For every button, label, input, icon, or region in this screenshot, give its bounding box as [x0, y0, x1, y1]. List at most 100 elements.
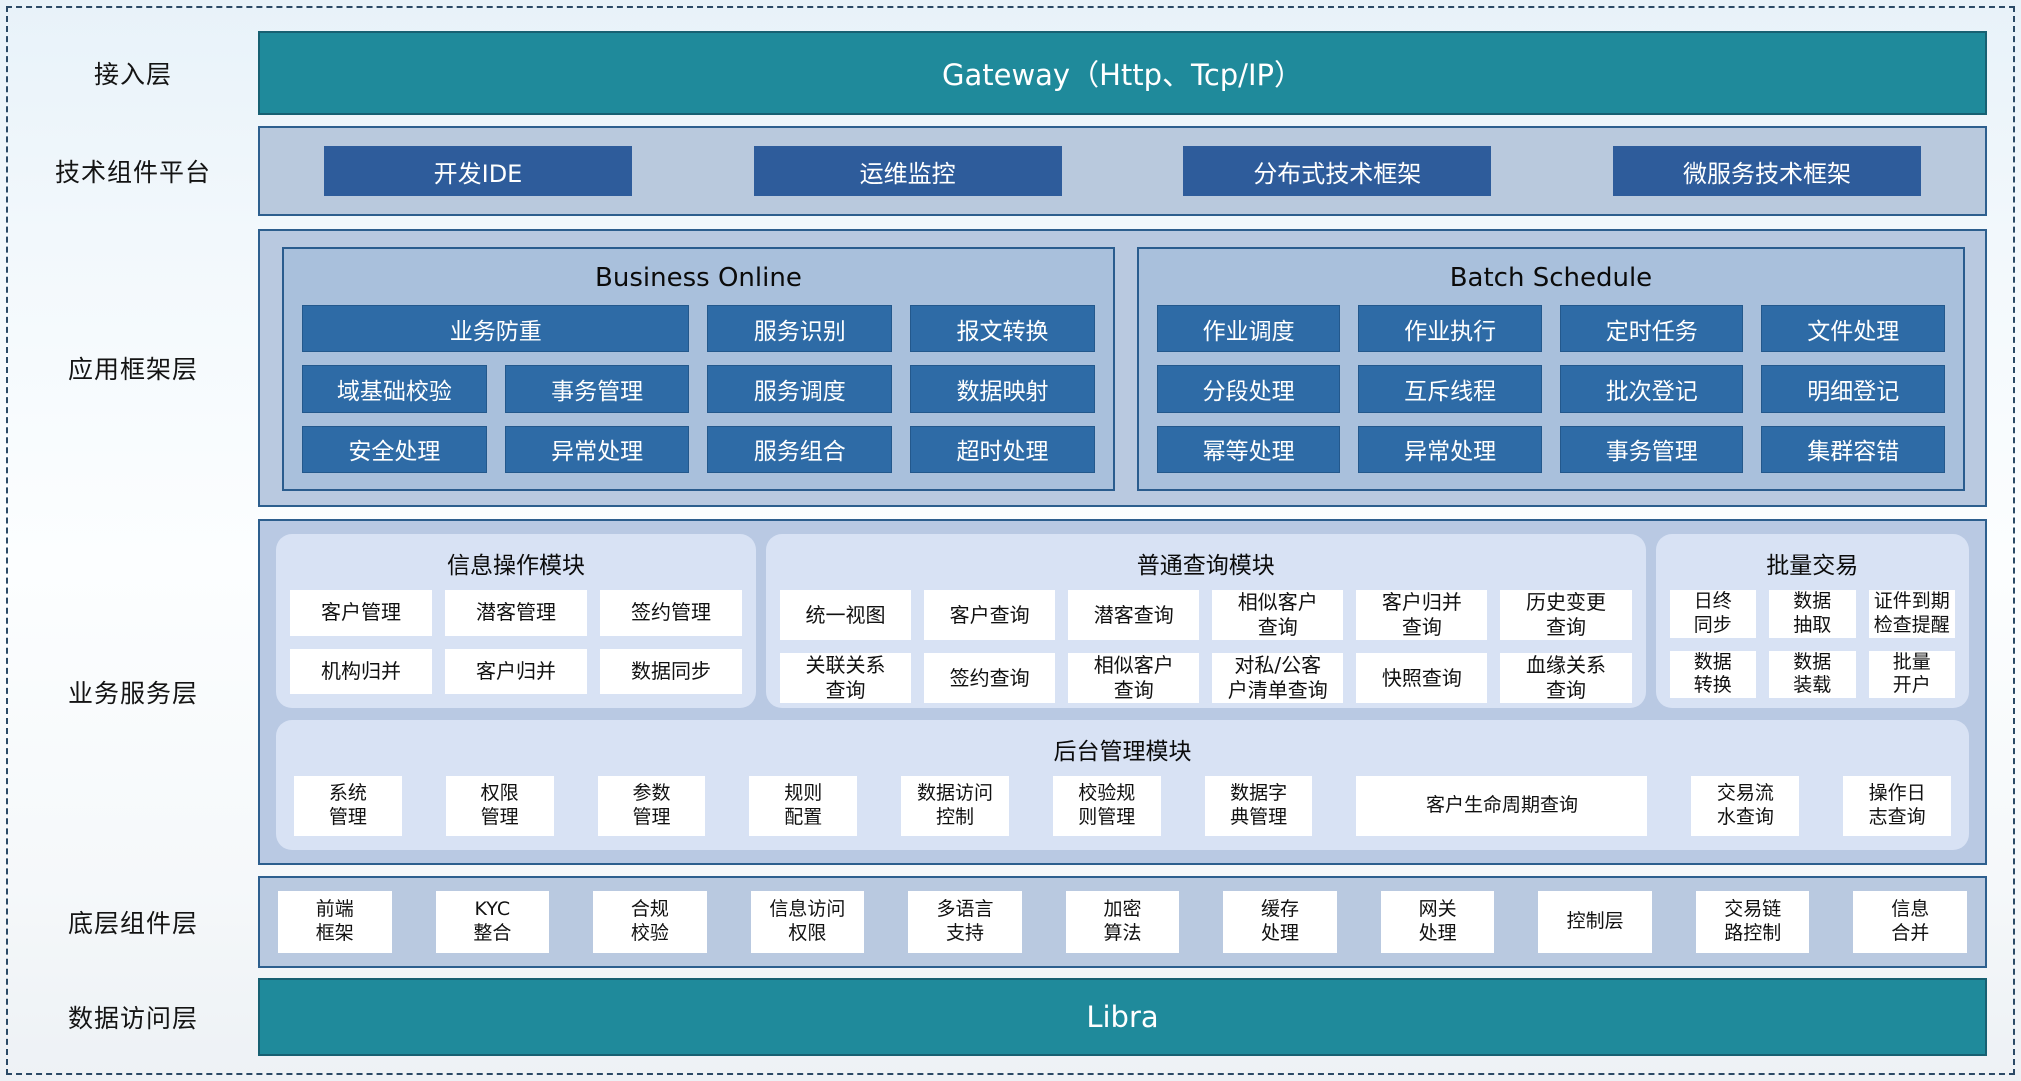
service-node-label: 操作日 志查询: [1868, 782, 1926, 828]
framework-node-label: 作业调度: [1202, 318, 1295, 345]
framework-node-label: 事务管理: [1605, 439, 1698, 466]
diagram-layout: 接入层 Gateway（Http、Tcp/IP） 技术组件平台 开发IDE 运维…: [8, 8, 2013, 1073]
base-component-label: 网关 处理: [1418, 898, 1457, 944]
info-module-title: 信息操作模块: [446, 553, 585, 579]
framework-node: 定时任务: [1559, 305, 1744, 353]
service-node: 历史变更 查询: [1500, 590, 1632, 640]
service-node: 数据同步: [599, 648, 742, 694]
service-node: 客户查询: [924, 590, 1056, 640]
batch-schedule-group: Batch Schedule 作业调度 作业执行 定时任务 文件处理: [1136, 247, 1965, 491]
layer-label-tech-platform: 技术组件平台: [54, 158, 211, 187]
service-node-label: 规则 配置: [784, 782, 823, 828]
framework-node-label: 异常处理: [551, 439, 644, 466]
service-node: 客户归并 查询: [1356, 590, 1488, 640]
tech-component-node: 分布式技术框架: [1183, 146, 1492, 196]
service-node-label: 相似客户 查询: [1237, 590, 1318, 639]
service-node-label: 相似客户 查询: [1093, 653, 1174, 702]
layer-base-components-content: 前端 框架 KYC 整合 合规 校验 信息访问 权限 多语言 支持 加密 算法 …: [258, 876, 1987, 968]
base-component-label: 多语言 支持: [936, 898, 994, 944]
base-component-node: 合规 校验: [593, 891, 707, 953]
service-node: 客户归并: [444, 648, 587, 694]
base-component-label: 加密 算法: [1103, 898, 1142, 944]
batch-schedule-grid: 作业调度 作业执行 定时任务 文件处理 分段处理 互斥线程: [1156, 305, 1945, 473]
base-component-label: 合规 校验: [630, 898, 669, 944]
service-node-label: 历史变更 查询: [1526, 590, 1606, 639]
service-node: 关联关系 查询: [779, 653, 912, 703]
service-node: 签约管理: [599, 590, 742, 636]
framework-node-label: 业务防重: [449, 318, 542, 345]
info-module-panel: 信息操作模块 客户管理 潜客管理 签约管理 机构归并: [276, 534, 756, 708]
framework-node: 明细登记: [1761, 365, 1945, 413]
service-node: 对私/公客 户清单查询: [1212, 653, 1344, 703]
batch-schedule-title: Batch Schedule: [1449, 263, 1653, 293]
service-node-label: 校验规 则管理: [1078, 782, 1136, 828]
service-node: 潜客查询: [1068, 590, 1200, 640]
layer-access: 接入层 Gateway（Http、Tcp/IP）: [8, 31, 1987, 115]
service-node-label: 对私/公客 户清单查询: [1227, 653, 1328, 702]
layer-base-components: 底层组件层 前端 框架 KYC 整合 合规 校验 信息访问 权限 多语言 支持: [8, 876, 1987, 968]
service-node-label: 权限 管理: [480, 782, 519, 828]
framework-node: 服务识别: [707, 305, 893, 353]
base-component-label: 控制层: [1566, 910, 1624, 933]
layer-data-access: 数据访问层 Libra: [8, 978, 1987, 1056]
service-node-label: 签约管理: [630, 600, 711, 625]
framework-node-label: 批次登记: [1605, 378, 1698, 405]
service-node: 交易流 水查询: [1691, 776, 1800, 836]
service-node: 机构归并: [290, 648, 432, 694]
tech-component-label: 分布式技术框架: [1253, 159, 1422, 188]
framework-node: 数据映射: [910, 365, 1095, 413]
framework-node-label: 分段处理: [1202, 378, 1295, 405]
base-component-node: 控制层: [1538, 891, 1652, 953]
query-module-panel: 普通查询模块 统一视图 客户查询 潜客查询 相似客户 查询: [765, 534, 1646, 708]
layer-label-business-service: 业务服务层: [67, 679, 198, 708]
framework-node: 批次登记: [1559, 365, 1744, 413]
framework-node-label: 幂等处理: [1202, 439, 1295, 466]
layer-app-framework: 应用框架层 Business Online 业务防重 服务识别 报文转换: [8, 229, 1987, 507]
layer-label-base-components: 底层组件层: [67, 909, 198, 938]
service-node: 证件到期 检查提醒: [1868, 590, 1956, 638]
service-node-label: 关联关系 查询: [805, 653, 886, 702]
service-node-label: 系统 管理: [328, 782, 367, 828]
batch-trade-title: 批量交易: [1766, 553, 1859, 579]
base-component-node: 信息访问 权限: [750, 891, 865, 953]
service-node-label: 客户生命周期查询: [1425, 794, 1578, 817]
framework-node: 文件处理: [1761, 305, 1945, 353]
framework-node-label: 超时处理: [956, 439, 1049, 466]
service-node: 规则 配置: [749, 776, 858, 836]
business-online-title: Business Online: [595, 263, 802, 293]
framework-node-label: 安全处理: [348, 439, 441, 466]
base-component-label: 交易链 路控制: [1724, 898, 1782, 944]
query-module-title: 普通查询模块: [1136, 553, 1275, 579]
admin-module-row: 系统 管理 权限 管理 参数 管理 规则 配置 数据访问 控制 校验规 则管理: [290, 776, 1955, 836]
service-node: 统一视图: [779, 590, 912, 640]
service-node: 数据 转换: [1669, 650, 1757, 698]
batch-trade-panel: 批量交易 日终 同步 数据 抽取 证件到期 检查提醒 数据: [1655, 534, 1970, 708]
service-node-label: 快照查询: [1381, 665, 1462, 690]
base-component-node: 缓存 处理: [1223, 891, 1337, 953]
tech-component-node: 运维监控: [753, 146, 1062, 196]
framework-node: 集群容错: [1761, 425, 1945, 473]
service-node-label: 日终 同步: [1693, 590, 1732, 636]
framework-node-label: 事务管理: [551, 378, 644, 405]
service-node-label: 数据 转换: [1693, 650, 1732, 697]
framework-node-label: 明细登记: [1807, 378, 1900, 405]
service-node: 数据字 典管理: [1204, 776, 1313, 836]
batch-trade-grid: 日终 同步 数据 抽取 证件到期 检查提醒 数据 转换 数据 装载: [1669, 590, 1956, 698]
framework-node-label: 异常处理: [1404, 439, 1497, 466]
service-node-label: 数据 装载: [1793, 650, 1832, 697]
service-node: 校验规 则管理: [1052, 776, 1161, 836]
service-node-label: 潜客查询: [1093, 602, 1174, 627]
framework-node: 域基础校验: [302, 365, 487, 413]
base-component-label: KYC 整合: [473, 898, 512, 944]
framework-node: 超时处理: [910, 425, 1095, 473]
service-node-label: 客户查询: [949, 602, 1030, 627]
layer-data-access-content: Libra: [258, 978, 1987, 1056]
base-component-node: 多语言 支持: [908, 891, 1022, 953]
service-node-label: 数据 抽取: [1793, 590, 1832, 636]
service-node: 相似客户 查询: [1212, 590, 1344, 640]
framework-node-label: 报文转换: [956, 318, 1049, 345]
base-component-node: 加密 算法: [1065, 891, 1180, 953]
admin-module-title: 后台管理模块: [1053, 739, 1192, 765]
tech-component-label: 运维监控: [859, 159, 956, 188]
framework-node: 异常处理: [1358, 425, 1542, 473]
